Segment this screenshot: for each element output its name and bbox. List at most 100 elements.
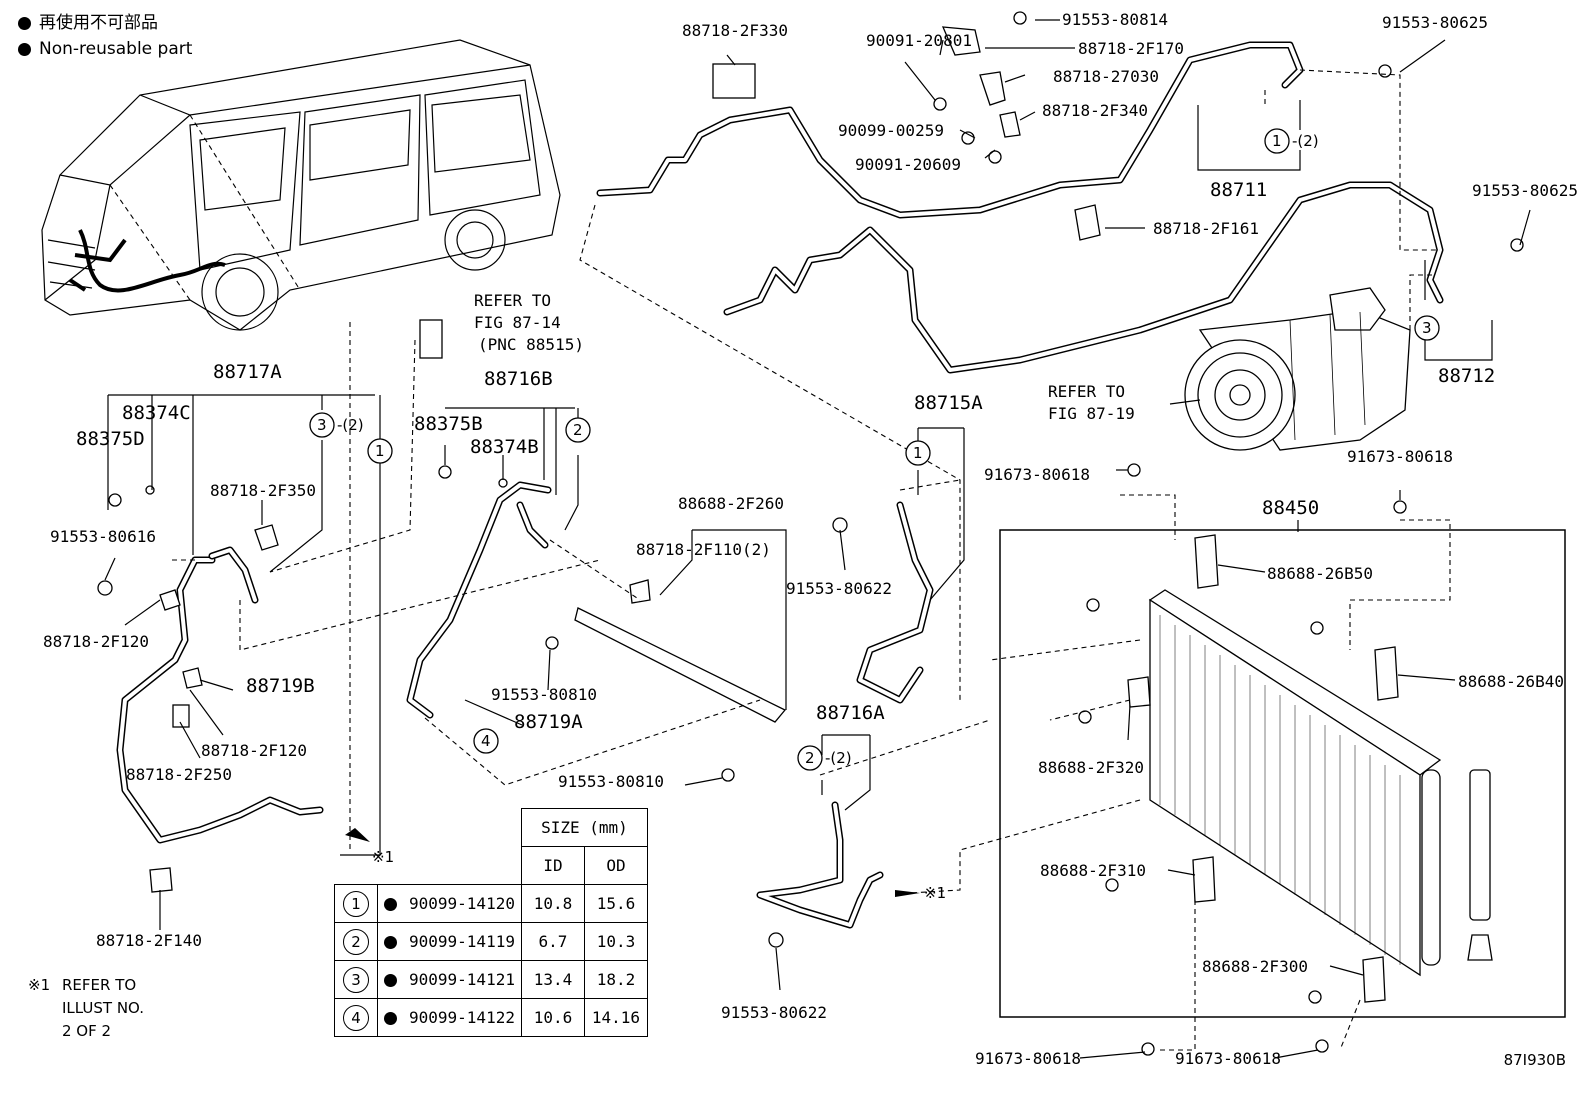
non-reusable-bullet-icon: [18, 42, 31, 56]
clamp-2F120-icon: [182, 667, 203, 689]
callout-3-88717A: 3: [317, 416, 327, 434]
cap-88375D-icon: [108, 493, 122, 507]
legend-en-label: Non-reusable part: [39, 39, 193, 59]
clamp-2F161-icon: [1074, 204, 1101, 241]
callout-3-88712: 3: [1422, 319, 1432, 337]
part-label-88718-2F170: 88718-2F170: [1078, 39, 1184, 58]
size-od-value: 15.6: [583, 884, 648, 923]
callout-2-88716B: 2: [573, 421, 583, 439]
figure-id: 87I930B: [1503, 1051, 1566, 1069]
bolt-icon: [832, 517, 848, 533]
callout-1-88717A: 1: [375, 442, 385, 460]
part-label-88374C: 88374C: [122, 402, 191, 424]
bolt-icon: [1086, 598, 1100, 612]
bolt-icon: [1105, 878, 1119, 892]
bracket-2F310-icon: [1192, 856, 1216, 903]
part-label-88688-2F260: 88688-2F260: [678, 494, 784, 513]
footnote-line3: 2 OF 2: [62, 1022, 112, 1040]
bolt-icon: [988, 150, 1002, 164]
arrow-icon: [895, 890, 920, 897]
bolt-icon: [1078, 710, 1092, 724]
pipe-88716B: [406, 481, 552, 719]
footnote-mark: ※1: [28, 976, 51, 994]
callout-3-88717A-qty: -(2): [337, 416, 364, 434]
bracket-27030-icon: [979, 71, 1006, 106]
pipe-88716A: [756, 801, 884, 929]
bolt-icon: [1315, 1039, 1329, 1053]
core-88374B-icon: [498, 478, 508, 488]
part-label-91553-80616: 91553-80616: [50, 527, 156, 546]
part-label-88450: 88450: [1262, 497, 1319, 519]
refer-fig-87-19-line2: FIG 87-19: [1048, 404, 1135, 423]
callout-2-88716A: 2: [805, 749, 815, 767]
part-label-88718-2F161: 88718-2F161: [1153, 219, 1259, 238]
part-label-88718-2F250: 88718-2F250: [126, 765, 232, 784]
callout-circles: [309, 128, 1440, 771]
bracket-2F320-icon: [1127, 676, 1151, 708]
size-id-value: 10.6: [520, 998, 585, 1037]
size-table-row: 1 90099-14120 10.8 15.6: [334, 884, 648, 923]
size-id-value: 10.8: [520, 884, 585, 923]
small-parts: [97, 11, 1524, 1056]
part-label-88375D: 88375D: [76, 428, 145, 450]
legend: 再使用不可部品 Non-reusable part: [18, 10, 192, 62]
part-label-91553-80625-b: 91553-80625: [1472, 181, 1578, 200]
non-reusable-bullet-icon: [384, 1012, 397, 1025]
pipe-88715A: [856, 501, 934, 704]
part-label-88688-26B40: 88688-26B40: [1458, 672, 1564, 691]
non-reusable-bullet-icon: [18, 16, 31, 30]
size-table-header-row: SIZE (mm): [335, 808, 648, 847]
footnote-line2: ILLUST NO.: [62, 999, 145, 1017]
compressor-illustration: [1184, 287, 1411, 451]
bolt-icon: [933, 97, 947, 111]
footnote-line1: REFER TO: [62, 976, 137, 994]
bolt-icon: [97, 580, 113, 596]
part-label-88716B: 88716B: [484, 368, 553, 390]
callout-1-88711: 1: [1272, 132, 1282, 150]
refer-fig-87-14-line1: REFER TO: [474, 291, 551, 310]
part-label-88718-27030: 88718-27030: [1053, 67, 1159, 86]
refer-fig-87-14-line3: (PNC 88515): [478, 335, 584, 354]
hose-size-table: SIZE (mm) ID OD 1 90099-14120 10.8 15.6 …: [334, 808, 648, 1037]
callout-1-88715A: 1: [913, 444, 923, 462]
row-number-circle: 2: [343, 928, 369, 955]
expansion-valve-icon: [419, 319, 443, 359]
footnote: ※1 REFER TO ILLUST NO. 2 OF 2: [28, 974, 144, 1043]
part-label-90091-20609: 90091-20609: [855, 155, 961, 174]
part-label-88688-2F300: 88688-2F300: [1202, 957, 1308, 976]
row-number-circle: 3: [343, 966, 369, 993]
size-id-value: 13.4: [520, 960, 585, 999]
part-label-88718-2F110: 88718-2F110(2): [636, 540, 771, 559]
bolt-icon: [1378, 64, 1392, 78]
non-reusable-bullet-icon: [384, 936, 397, 949]
part-label-88715A: 88715A: [914, 392, 983, 414]
part-label-88711: 88711: [1210, 179, 1267, 201]
refer-fig-87-14-line2: FIG 87-14: [474, 313, 561, 332]
size-table-row: 3 90099-14121 13.4 18.2: [334, 960, 648, 999]
part-label-91553-80810-b: 91553-80810: [558, 772, 664, 791]
non-reusable-bullet-icon: [384, 898, 397, 911]
size-table-row: 4 90099-14122 10.6 14.16: [334, 998, 648, 1037]
o-ring-part-number: 90099-14121: [409, 970, 515, 989]
part-label-88716A: 88716A: [816, 702, 885, 724]
legend-row-en: Non-reusable part: [18, 36, 192, 62]
part-label-91673-80618-c: 91673-80618: [975, 1049, 1081, 1068]
row-number-circle: 4: [343, 1004, 369, 1031]
arrow-icon: [345, 828, 370, 842]
cap-88375B-icon: [438, 465, 452, 479]
bolt-icon: [545, 636, 559, 650]
part-label-91553-80622-b: 91553-80622: [721, 1003, 827, 1022]
row-number-circle: 1: [343, 890, 369, 917]
size-od-value: 14.16: [583, 998, 648, 1037]
part-label-90091-20801: 90091-20801: [866, 31, 972, 50]
bolt-icon: [1127, 463, 1141, 477]
part-label-91553-80814: 91553-80814: [1062, 10, 1168, 29]
part-label-88719B: 88719B: [246, 675, 315, 697]
condenser-illustration: [1148, 589, 1493, 977]
part-label-88718-2F120-b: 88718-2F120: [201, 741, 307, 760]
clamp-2F330-icon: [712, 63, 756, 99]
part-label-91673-80618-b: 91673-80618: [1347, 447, 1453, 466]
part-label-88718-2F140: 88718-2F140: [96, 931, 202, 950]
bolt-icon: [768, 932, 784, 948]
